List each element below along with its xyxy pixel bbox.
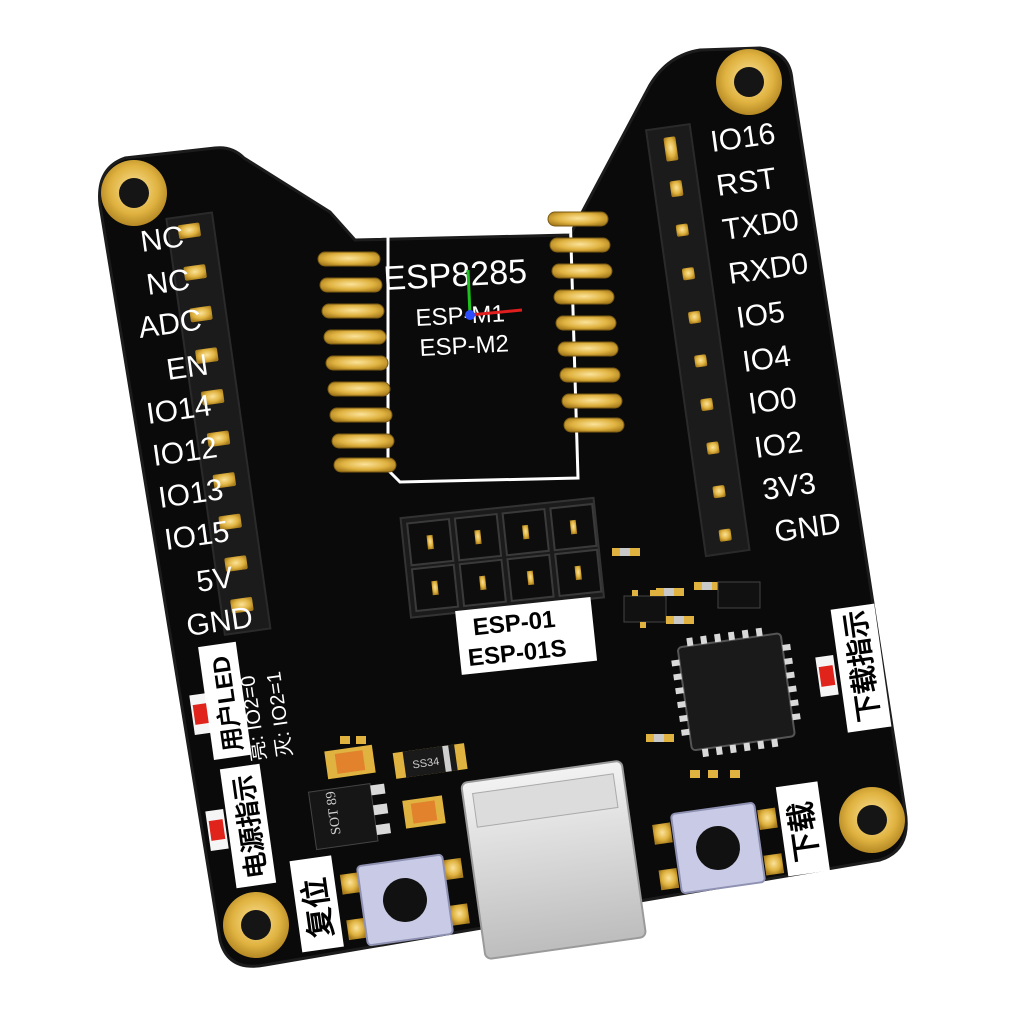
- voltage-regulator: SOT 89: [307, 782, 392, 851]
- right-pin-label: 3V3: [760, 467, 817, 507]
- reset-button[interactable]: [339, 852, 471, 948]
- axis-gizmo: [465, 269, 523, 320]
- right-pin-label: IO5: [734, 296, 786, 335]
- right-pin-header: [644, 122, 751, 558]
- usb-uart-chip: [671, 627, 801, 758]
- download-label-box: 下载: [775, 781, 830, 877]
- right-pin-label: IO4: [740, 340, 792, 379]
- left-pin-header: [165, 211, 272, 636]
- mounting-hole-bottom-right: [839, 787, 905, 853]
- left-pin-label: 5V: [194, 561, 235, 599]
- left-pin-label: EN: [164, 348, 210, 386]
- module-title: ESP8285: [382, 253, 527, 298]
- mounting-hole-bottom-left: [223, 892, 289, 958]
- usb-c-connector: [460, 760, 647, 960]
- mounting-hole-top-left: [101, 160, 167, 226]
- module-pins-left: [317, 251, 397, 473]
- power-indicator-led: [205, 808, 229, 852]
- esp01-socket: [399, 496, 606, 619]
- download-button[interactable]: [651, 800, 785, 896]
- diode-marking: SS34: [412, 756, 440, 772]
- left-pin-label: NC: [138, 220, 186, 259]
- smd-components-right: [612, 548, 761, 778]
- tantalum-capacitors: [324, 736, 446, 829]
- schottky-diode: SS34: [392, 743, 468, 779]
- regulator-marking: SOT 89: [324, 790, 345, 835]
- mounting-hole-top-right: [716, 49, 782, 115]
- module-sub2: ESP-M2: [419, 330, 510, 362]
- left-pin-labels: NC NC ADC EN IO14 IO12 IO13 IO15 5V GND: [136, 220, 255, 643]
- reset-label-box: 复位: [289, 855, 344, 953]
- right-pin-label: IO0: [746, 382, 798, 421]
- download-indicator-led: [815, 654, 839, 698]
- right-pin-label: IO2: [752, 426, 804, 465]
- left-pin-label: NC: [144, 263, 192, 302]
- module-pins-right: [547, 211, 625, 433]
- esp01-label-box: ESP-01 ESP-01S: [455, 596, 598, 675]
- module-socket-outline: [348, 203, 580, 484]
- module-sub1: ESP-M1: [415, 300, 506, 332]
- reset-label: 复位: [297, 876, 339, 940]
